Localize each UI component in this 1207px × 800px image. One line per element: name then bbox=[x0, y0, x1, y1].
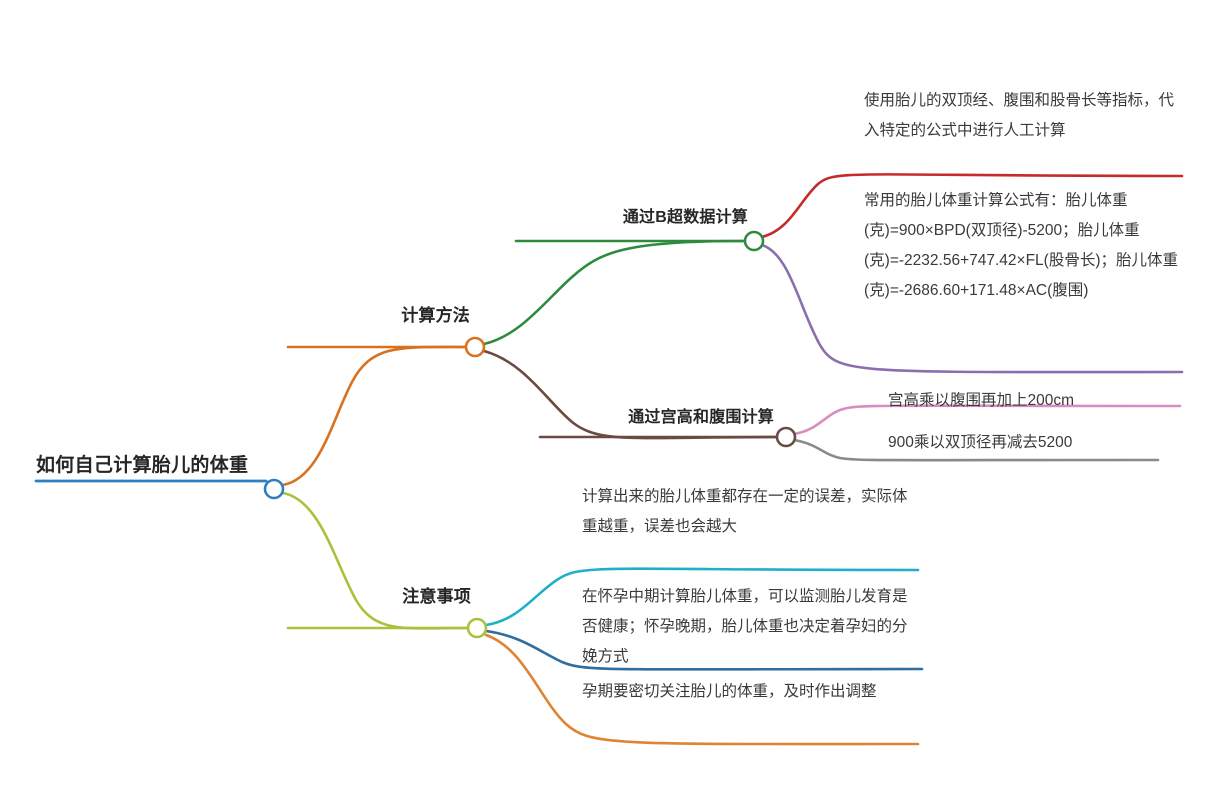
leaf-node-gonggao-2[interactable]: 900乘以双顶径再减去5200 bbox=[888, 428, 1180, 460]
branch-label-gonggao: 通过宫高和腹围计算 bbox=[628, 409, 774, 426]
branch-label-notes: 注意事项 bbox=[402, 587, 471, 606]
leaf-node-notes-3[interactable]: 孕期要密切关注胎儿的体重，及时作出调整 bbox=[582, 677, 912, 709]
leaf-node-notes-2[interactable]: 在怀孕中期计算胎儿体重，可以监测胎儿发育是否健康；怀孕晚期，胎儿体重也决定着孕妇… bbox=[582, 582, 912, 674]
node-circle-notes[interactable] bbox=[466, 617, 488, 639]
branch-node-bchao[interactable]: 通过B超数据计算 bbox=[504, 205, 754, 233]
leaf-node-bchao-2[interactable]: 常用的胎儿体重计算公式有：胎儿体重(克)=900×BPD(双顶径)-5200；胎… bbox=[864, 186, 1182, 308]
root-node[interactable]: 如何自己计算胎儿的体重 bbox=[36, 452, 268, 484]
node-circle-bchao[interactable] bbox=[743, 230, 765, 252]
branch-label-bchao: 通过B超数据计算 bbox=[622, 209, 748, 226]
branch-node-notes[interactable]: 注意事项 bbox=[277, 584, 477, 613]
leaf-text-notes-2: 在怀孕中期计算胎儿体重，可以监测胎儿发育是否健康；怀孕晚期，胎儿体重也决定着孕妇… bbox=[582, 588, 908, 665]
leaf-text-gonggao-1: 宫高乘以腹围再加上200cm bbox=[888, 392, 1075, 409]
edge-root-calc-method bbox=[281, 345, 468, 487]
leaf-node-bchao-1[interactable]: 使用胎儿的双顶经、腹围和股骨长等指标，代入特定的公式中进行人工计算 bbox=[864, 86, 1182, 148]
leaf-node-gonggao-1[interactable]: 宫高乘以腹围再加上200cm bbox=[888, 386, 1180, 418]
leaf-text-notes-1: 计算出来的胎儿体重都存在一定的误差，实际体重越重，误差也会越大 bbox=[582, 488, 908, 535]
edge-calc-method-bchao bbox=[482, 239, 748, 346]
leaf-text-gonggao-2: 900乘以双顶径再减去5200 bbox=[888, 434, 1073, 451]
leaf-text-bchao-1: 使用胎儿的双顶经、腹围和股骨长等指标，代入特定的公式中进行人工计算 bbox=[864, 92, 1175, 139]
leaf-text-bchao-2: 常用的胎儿体重计算公式有：胎儿体重(克)=900×BPD(双顶径)-5200；胎… bbox=[864, 192, 1178, 299]
leaf-text-notes-3: 孕期要密切关注胎儿的体重，及时作出调整 bbox=[582, 683, 877, 700]
leaf-node-notes-1[interactable]: 计算出来的胎儿体重都存在一定的误差，实际体重越重，误差也会越大 bbox=[582, 482, 912, 544]
branch-node-gonggao[interactable]: 通过宫高和腹围计算 bbox=[530, 405, 780, 433]
branch-label-calc-method: 计算方法 bbox=[401, 306, 470, 325]
branch-node-calc-method[interactable]: 计算方法 bbox=[276, 303, 476, 332]
node-circle-calc-method[interactable] bbox=[464, 336, 486, 358]
root-node-label: 如何自己计算胎儿的体重 bbox=[36, 455, 249, 476]
